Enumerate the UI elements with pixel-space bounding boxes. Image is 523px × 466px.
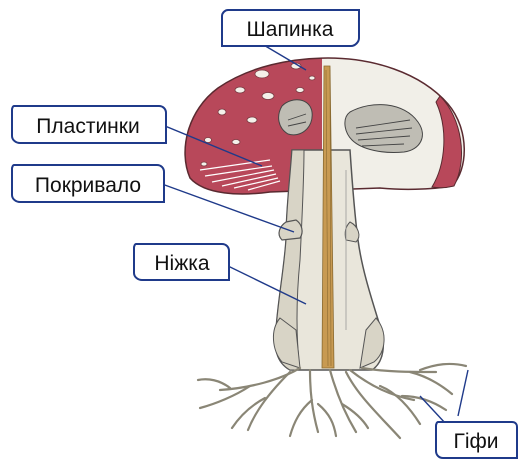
label-gills-text: Пластинки — [36, 115, 139, 138]
label-stem-text: Ніжка — [154, 252, 210, 275]
label-hyphae: Гіфи — [436, 422, 517, 458]
label-gills: Пластинки — [12, 106, 166, 143]
label-ring-text: Покривало — [35, 174, 141, 197]
leader-hyphae-2 — [420, 396, 446, 424]
label-stem: Ніжка — [134, 244, 229, 280]
hyphae — [198, 364, 466, 438]
label-cap: Шапинка — [222, 10, 359, 46]
stem-ring — [279, 220, 302, 240]
label-hyphae-text: Гіфи — [453, 430, 498, 453]
label-cap-text: Шапинка — [247, 18, 334, 41]
label-ring: Покривало — [12, 165, 164, 202]
leader-hyphae-1 — [458, 370, 468, 416]
